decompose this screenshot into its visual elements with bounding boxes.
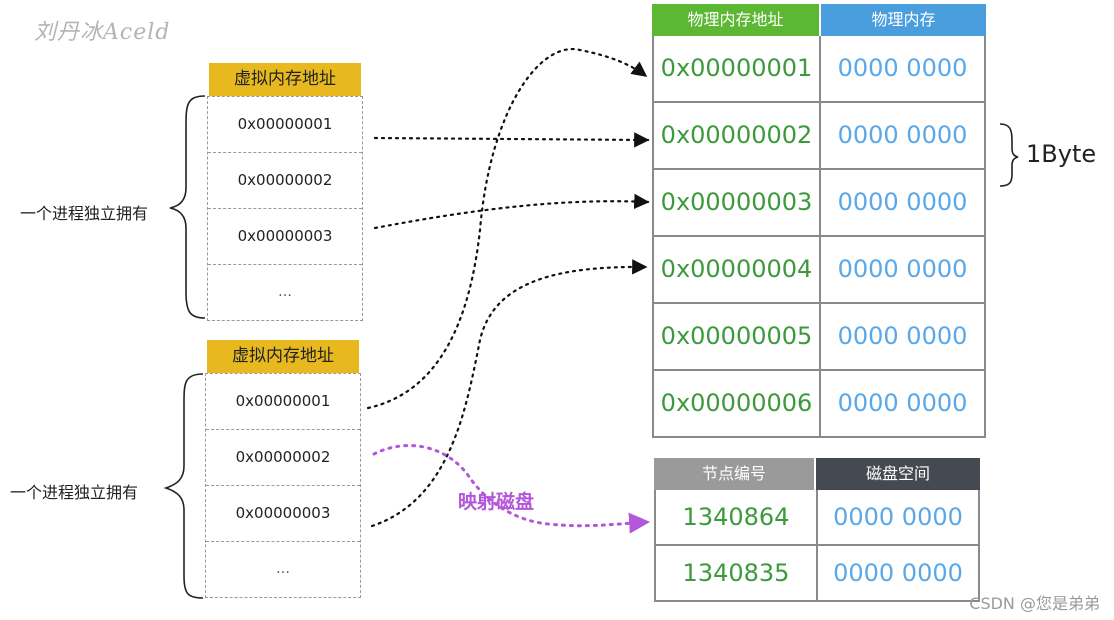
virtual-address-row: 0x00000003 xyxy=(206,486,360,542)
mapping-arrow xyxy=(373,132,650,148)
disk-row: 1340835 0000 0000 xyxy=(656,544,978,600)
virtual-address-ellipsis: … xyxy=(278,284,292,300)
process-label-2: 一个进程独立拥有 xyxy=(10,483,139,502)
physical-address-cell: 0x00000003 xyxy=(654,170,821,235)
physical-memory-row: 0x00000005 0000 0000 xyxy=(654,302,984,369)
process-brace-1 xyxy=(169,95,206,319)
virtual-address-row: 0x00000002 xyxy=(206,430,360,486)
physical-memory-table: 物理内存地址 物理内存 0x00000001 0000 0000 0x00000… xyxy=(652,4,986,438)
process-brace-2 xyxy=(163,373,204,599)
physical-address-cell: 0x00000006 xyxy=(654,371,821,436)
physical-memory-row: 0x00000006 0000 0000 xyxy=(654,369,984,436)
physical-value-cell: 0000 0000 xyxy=(837,121,968,149)
disk-value-cell: 0000 0000 xyxy=(833,503,963,531)
virtual-table-header: 虚拟内存地址 xyxy=(209,63,361,96)
physical-memory-header: 物理内存 xyxy=(821,4,986,36)
csdn-watermark: CSDN @您是弟弟 xyxy=(969,594,1100,613)
disk-node-cell: 1340835 xyxy=(656,546,818,600)
physical-value-cell: 0000 0000 xyxy=(837,389,968,417)
physical-memory-row: 0x00000004 0000 0000 xyxy=(654,235,984,302)
physical-address-cell: 0x00000001 xyxy=(654,36,821,101)
mapping-arrow xyxy=(370,259,648,528)
physical-value-cell: 0000 0000 xyxy=(837,54,968,82)
physical-memory-row: 0x00000003 0000 0000 xyxy=(654,168,984,235)
virtual-address-row: 0x00000003 xyxy=(208,209,362,265)
disk-space-header: 磁盘空间 xyxy=(816,458,980,490)
virtual-address-row: 0x00000001 xyxy=(206,374,360,430)
virtual-table-header: 虚拟内存地址 xyxy=(207,340,359,373)
byte-size-label: 1Byte xyxy=(1026,140,1097,168)
physical-memory-row: 0x00000001 0000 0000 xyxy=(654,36,984,101)
physical-address-header: 物理内存地址 xyxy=(652,4,819,36)
physical-address-cell: 0x00000002 xyxy=(654,103,821,168)
mapping-arrow xyxy=(366,47,648,410)
byte-brace xyxy=(999,123,1019,187)
virtual-address-row: 0x00000001 xyxy=(208,97,362,153)
disk-node-cell: 1340864 xyxy=(656,490,818,544)
disk-mapping-label: 映射磁盘 xyxy=(458,491,535,513)
physical-address-cell: 0x00000005 xyxy=(654,304,821,369)
disk-mapping-arrow xyxy=(372,444,651,534)
disk-table: 节点编号 磁盘空间 1340864 0000 0000 1340835 0000… xyxy=(654,458,980,602)
physical-value-cell: 0000 0000 xyxy=(837,188,968,216)
physical-memory-row: 0x00000002 0000 0000 xyxy=(654,101,984,168)
physical-value-cell: 0000 0000 xyxy=(837,255,968,283)
physical-address-cell: 0x00000004 xyxy=(654,237,821,302)
virtual-address-ellipsis: … xyxy=(276,561,290,577)
disk-node-header: 节点编号 xyxy=(654,458,814,490)
author-watermark: 刘丹冰Aceld xyxy=(34,20,171,45)
process-label-1: 一个进程独立拥有 xyxy=(20,204,149,223)
virtual-memory-table-2: 虚拟内存地址 0x00000001 0x00000002 0x00000003 … xyxy=(205,340,361,598)
physical-value-cell: 0000 0000 xyxy=(837,322,968,350)
mapping-arrow xyxy=(373,193,650,230)
disk-value-cell: 0000 0000 xyxy=(833,559,963,587)
virtual-address-row: 0x00000002 xyxy=(208,153,362,209)
virtual-memory-table-1: 虚拟内存地址 0x00000001 0x00000002 0x00000003 … xyxy=(207,63,363,321)
disk-row: 1340864 0000 0000 xyxy=(656,490,978,544)
